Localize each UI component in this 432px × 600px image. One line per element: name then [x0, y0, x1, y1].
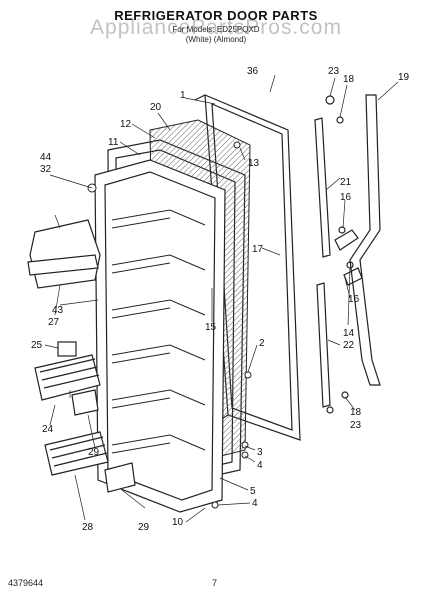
callout-5: 5 — [250, 486, 256, 497]
lower-bins — [34, 341, 136, 493]
callout-16a: 16 — [340, 192, 352, 203]
liner-shelf-ribs — [111, 209, 206, 454]
callout-23b: 23 — [350, 420, 362, 431]
callout-23a: 23 — [328, 66, 340, 77]
callout-19: 19 — [398, 72, 410, 83]
door-bin-top — [27, 219, 101, 289]
leader-lines — [44, 74, 399, 523]
watermark: AppliancePartsPros.com — [90, 16, 342, 39]
callout-4a: 4 — [257, 460, 263, 471]
callout-16b: 16 — [348, 294, 360, 305]
callout-43: 43 — [52, 305, 64, 316]
callout-21: 21 — [340, 177, 352, 188]
callout-25: 25 — [31, 340, 43, 351]
callout-28: 28 — [82, 522, 94, 533]
callout-29b: 29 — [138, 522, 150, 533]
callout-15: 15 — [205, 322, 217, 333]
callout-20: 20 — [150, 102, 162, 113]
callout-1: 1 — [180, 90, 186, 101]
callout-4b: 4 — [252, 498, 258, 509]
callout-18a: 18 — [343, 74, 355, 85]
callout-27: 27 — [48, 317, 60, 328]
hinge-trim-assembly — [314, 94, 381, 414]
callout-17: 17 — [252, 244, 264, 255]
model-subtitle: For Models: ED25PQXD — [172, 25, 260, 34]
small-cover-25 — [57, 341, 77, 357]
callout-22: 22 — [343, 340, 355, 351]
callout-2: 2 — [259, 338, 265, 349]
callout-3: 3 — [257, 447, 263, 458]
callout-44: 44 — [40, 152, 52, 163]
footer-page-number: 7 — [212, 578, 218, 588]
callout-18b: 18 — [350, 407, 362, 418]
callout-29a: 29 — [88, 447, 100, 458]
inner-door-liner — [94, 159, 226, 513]
footer-part-number: 4379644 — [8, 578, 44, 588]
color-subtitle: (White) (Almond) — [185, 35, 247, 44]
callout-13: 13 — [248, 158, 260, 169]
callout-10: 10 — [172, 517, 184, 528]
callout-14: 14 — [343, 328, 355, 339]
callout-labels: 1 2 3 4 4 5 10 11 12 13 14 15 16 16 17 1… — [31, 66, 410, 533]
callout-36: 36 — [247, 66, 259, 77]
callout-11: 11 — [108, 137, 119, 148]
callout-24: 24 — [42, 424, 54, 435]
page-title: REFRIGERATOR DOOR PARTS — [114, 8, 318, 23]
callout-32: 32 — [40, 164, 52, 175]
callout-12: 12 — [120, 119, 132, 130]
